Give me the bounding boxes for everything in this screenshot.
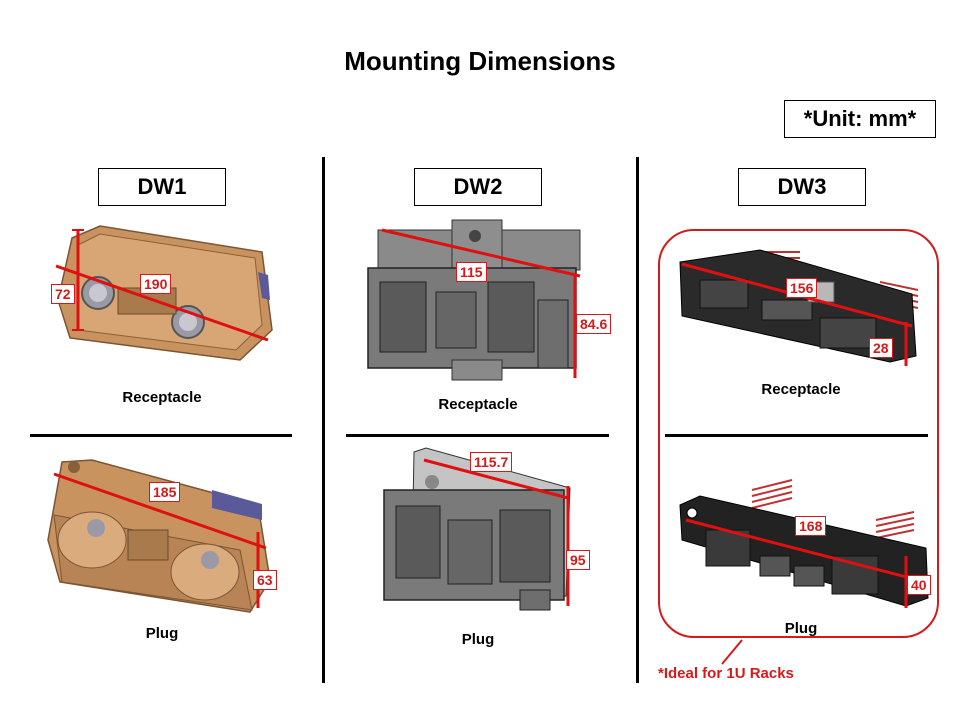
dw2-receptacle-image [367, 219, 581, 381]
note-pointer [721, 639, 743, 665]
dw2-plug-image [383, 447, 571, 611]
column-divider [322, 157, 325, 683]
dw2-plug-dim-height: 95 [566, 550, 590, 570]
column-divider [636, 157, 639, 683]
dw2-receptacle-dim-length: 115 [456, 262, 487, 282]
dw3-plug-dim-lines [685, 518, 919, 608]
column-header-dw2: DW2 [414, 168, 542, 206]
page-title: Mounting Dimensions [344, 46, 616, 76]
dw1-plug-dim-height: 63 [253, 570, 277, 590]
dw1-receptacle-dim-lines [55, 230, 269, 342]
dw2-receptacle-dim-height: 84.6 [576, 314, 612, 334]
row-divider [30, 434, 292, 437]
dw3-plug-image [679, 479, 929, 607]
dw2-plug-caption: Plug [461, 631, 495, 648]
column-header-dw3: DW3 [738, 168, 866, 206]
dw3-plug-dim-height: 40 [907, 575, 931, 595]
column-header-dw1: DW1 [98, 168, 226, 206]
dw1-plug-dim-length: 185 [149, 482, 181, 502]
dw2-receptacle-dim-lines [381, 228, 581, 378]
dw1-plug-caption: Plug [145, 625, 179, 642]
rack-note: *Ideal for 1U Racks [658, 665, 794, 682]
dw3-receptacle-dim-height: 28 [869, 338, 893, 358]
row-divider [665, 434, 928, 437]
dw3-plug-caption: Plug [784, 620, 818, 637]
dw1-plug-image [47, 459, 271, 613]
dw1-receptacle-caption: Receptacle [122, 389, 202, 406]
dw2-plug-dim-length: 115.7 [470, 452, 513, 472]
row-divider [346, 434, 609, 437]
dw1-receptacle-dim-length: 190 [140, 274, 172, 294]
dw1-receptacle-dim-ticks [72, 229, 84, 331]
dw3-highlight-box [658, 229, 939, 638]
dw1-receptacle-dim-height: 72 [51, 284, 75, 304]
dw3-receptacle-caption: Receptacle [761, 381, 841, 398]
dw2-plug-dim-lines [423, 458, 570, 606]
dw3-receptacle-dim-length: 156 [786, 278, 818, 298]
unit-label: *Unit: mm* [784, 100, 936, 138]
dw2-receptacle-caption: Receptacle [438, 396, 518, 413]
dw3-plug-dim-length: 168 [795, 516, 827, 536]
